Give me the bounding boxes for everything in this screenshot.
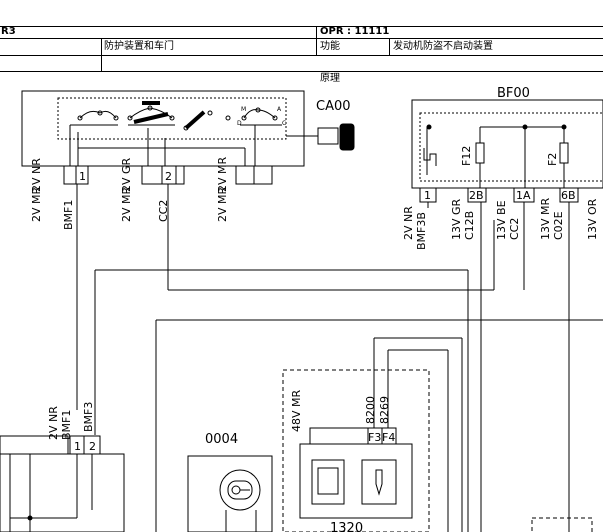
ca00-w2-name: CC2 — [157, 200, 170, 222]
header-category: 防护装置和车门 — [104, 41, 174, 52]
header-mid-line — [0, 38, 603, 39]
ca00-label: CA00 — [316, 99, 351, 114]
c1320-group-label: 48V MR — [290, 389, 303, 432]
bf00-pin-2b: 2B — [469, 189, 484, 202]
bf00-housing — [411, 99, 603, 189]
bf00-node-1 — [426, 124, 432, 130]
bf00-w1b: BMF3B — [415, 212, 428, 250]
c1320-w1: 8200 — [364, 396, 377, 424]
header-section: 原理 — [320, 73, 340, 84]
header-left-code: R3 — [1, 26, 16, 37]
bf00-pin-1: 1 — [424, 189, 431, 202]
left-w2: BMF3 — [82, 402, 95, 432]
ca00-sw-a: A — [277, 106, 282, 113]
header-function-label: 功能 — [320, 41, 340, 52]
ca00-pin-1: 1 — [79, 170, 86, 183]
header-top-line — [0, 26, 603, 27]
c1320-pin-f4: F4 — [382, 431, 395, 444]
bf00-node-3 — [561, 124, 567, 130]
bf00-w3a: 13V BE — [495, 200, 508, 240]
left-node — [27, 515, 33, 521]
c0004-label: 0004 — [205, 432, 238, 447]
ca00-pin-box-c — [175, 165, 185, 185]
ca00-switch-area — [57, 97, 287, 140]
bf00-w2b: C12B — [463, 211, 476, 240]
c0004-dial — [219, 469, 261, 511]
ca00-pin-2: 2 — [165, 170, 172, 183]
bf00-pin-1a: 1A — [516, 189, 531, 202]
transponder-icon — [231, 485, 241, 495]
c1320-ecu — [299, 443, 413, 519]
ca00-sw-d: D — [237, 120, 242, 127]
bf00-pin-box-2b — [467, 187, 487, 203]
c0004-housing — [187, 455, 273, 532]
ca00-pin-box-d — [235, 165, 255, 185]
header-function-value: 发动机防盗不启动装置 — [393, 41, 493, 52]
bf00-w1a: 2V NR — [402, 206, 415, 240]
c1320-group-frame — [282, 369, 430, 532]
bf00-w3b: CC2 — [508, 218, 521, 240]
bf00-w4b: C02E — [552, 211, 565, 240]
bf00-w5a: 13V OR — [586, 198, 599, 240]
ca00-w1-name: BMF1 — [62, 200, 75, 230]
left-w1b: BMF1 — [60, 410, 73, 440]
ca00-w2-color: 2V GR — [120, 157, 133, 192]
bf00-fuse-f12: F12 — [460, 146, 473, 166]
c1320-w2: 8269 — [378, 396, 391, 424]
header-row-line — [0, 55, 603, 56]
chip-icon — [317, 467, 339, 495]
bf00-relay — [423, 148, 437, 166]
ca00-pin-box-a — [63, 165, 77, 185]
ca00-w2-vlabel: 2V MR — [120, 186, 133, 222]
header-divider-3 — [389, 38, 390, 55]
left-module — [0, 453, 125, 532]
bf00-node-2 — [522, 124, 528, 130]
header-bottom-line — [0, 71, 603, 72]
fuse-f12 — [475, 142, 485, 164]
bf00-inner — [419, 112, 603, 182]
bf00-label: BF00 — [497, 86, 530, 101]
ca00-key-head-outline — [317, 127, 339, 145]
c1320-chip-frame — [311, 459, 345, 505]
left-conn-pin-1: 1 — [74, 440, 81, 453]
bf00-w4a: 13V MR — [539, 197, 552, 240]
c1320-injector-frame — [361, 459, 397, 505]
header-opr: OPR : 11111 — [320, 26, 390, 37]
bf00-w2a: 13V GR — [450, 198, 463, 240]
left-w1a: 2V NR — [47, 406, 60, 440]
ca00-pin-box-b — [141, 165, 163, 185]
c1320-pin-f3: F3 — [368, 431, 381, 444]
ca00-pin-box-1 — [75, 165, 89, 185]
ca00-w3-color: 2V MR — [216, 156, 229, 192]
ca00-w1-color: 2V NR — [30, 158, 43, 192]
bf00-fuse-f2: F2 — [546, 153, 559, 166]
ca00-bridge-3 — [184, 110, 206, 130]
header-divider-1 — [316, 26, 317, 55]
injector-icon — [375, 469, 383, 496]
header-divider-2 — [101, 38, 102, 71]
key-icon — [339, 123, 355, 151]
fuse-f2 — [559, 142, 569, 164]
ca00-sw-m: M — [241, 106, 246, 113]
ca00-w1-vlabel: 2V MR — [30, 186, 43, 222]
bf00-pin-6b: 6B — [561, 189, 576, 202]
ca00-pin-box-e — [253, 165, 273, 185]
unknown-dashed-box — [531, 517, 593, 532]
c0004-key-slot — [227, 480, 253, 500]
ca00-contacts — [70, 105, 282, 131]
left-conn-pin-2: 2 — [89, 440, 96, 453]
c1320-label: 1320 — [330, 521, 363, 532]
c1320-conn-a — [309, 427, 369, 445]
ca00-bridge-2 — [133, 112, 169, 124]
ca00-housing — [21, 90, 305, 167]
ca00-sw-c: C — [282, 120, 286, 127]
ca00-w3-vlabel: 2V MR — [216, 186, 229, 222]
